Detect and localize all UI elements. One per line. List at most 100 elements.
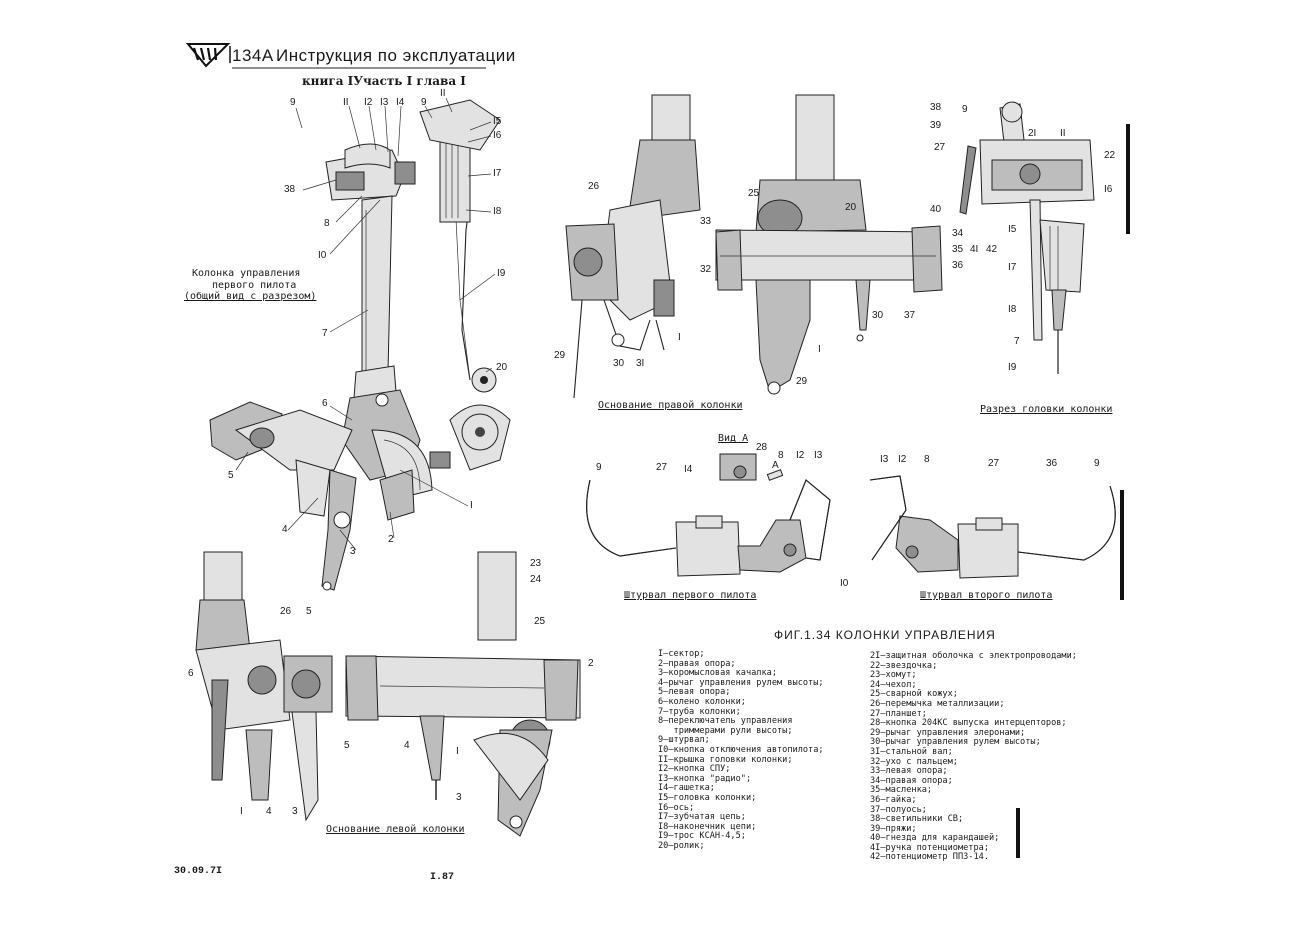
caption-first-pilot-column-2: первого пилота bbox=[212, 280, 297, 291]
callout-number: 39 bbox=[930, 120, 942, 131]
footer-page-number: I.87 bbox=[430, 872, 455, 883]
callout-number: II bbox=[440, 88, 446, 99]
legend-item: 32—ухо с пальцем; bbox=[870, 756, 958, 767]
callout-number: I3 bbox=[880, 454, 889, 465]
caption-wheel-second: Штурвал второго пилота bbox=[920, 590, 1053, 601]
legend-item: I3—кнопка "радио"; bbox=[658, 773, 752, 784]
legend-item: 34—правая опора; bbox=[870, 775, 953, 786]
figure-title: ФИГ.1.34 КОЛОНКИ УПРАВЛЕНИЯ bbox=[774, 628, 996, 642]
callout-number: I bbox=[470, 500, 473, 511]
legend-item: 25—сварной кожух; bbox=[870, 689, 958, 700]
callout-number: 4 bbox=[404, 740, 410, 751]
legend-item: I2—кнопка СПУ; bbox=[658, 764, 731, 775]
callout-number: 27 bbox=[988, 458, 1000, 469]
callout-number: 5 bbox=[228, 470, 234, 481]
legend-item: 30—рычаг управления рулем высоты; bbox=[870, 737, 1041, 748]
callout-number: 25 bbox=[534, 616, 546, 627]
callout-number: 30 bbox=[872, 310, 884, 321]
callout-number: 26 bbox=[280, 606, 292, 617]
header-subtitle: книга IУчасть I глава I bbox=[302, 74, 466, 88]
callout-number: I9 bbox=[1008, 362, 1017, 373]
callout-number: 9 bbox=[596, 462, 602, 473]
callout-number: I2 bbox=[898, 454, 907, 465]
callout-number: 40 bbox=[930, 204, 942, 215]
callout-number: 23 bbox=[530, 558, 542, 569]
caption-left-base: Основание левой колонки bbox=[326, 824, 465, 835]
callout-number: I6 bbox=[493, 130, 502, 141]
legend-item: I6—ось; bbox=[658, 802, 695, 813]
header-doc-code: 134А bbox=[232, 46, 274, 65]
callout-number: I3 bbox=[380, 97, 389, 108]
leader-lines bbox=[235, 97, 496, 551]
callout-number: 33 bbox=[700, 216, 712, 227]
caption-view-a: Вид А bbox=[718, 433, 749, 444]
legend-item: I4—гашетка; bbox=[658, 783, 715, 794]
callout-number: II bbox=[1060, 128, 1066, 139]
legend-item: 2I—защитная оболочка с электропроводами; bbox=[870, 651, 1077, 661]
callout-number: 2 bbox=[388, 534, 394, 545]
legend-item: I0—кнопка отключения автопилота; bbox=[658, 744, 824, 755]
callout-number: I3 bbox=[814, 450, 823, 461]
legend-item: триммерами рули высоты; bbox=[658, 725, 793, 736]
legend-item: I7—зубчатая цепь; bbox=[658, 812, 746, 823]
callout-number: 38 bbox=[284, 184, 296, 195]
legend-item: 26—перемычка металлизации; bbox=[870, 698, 1005, 709]
header-title: Инструкция по эксплуатации bbox=[276, 46, 516, 65]
callout-number: 22 bbox=[1104, 150, 1116, 161]
callout-number: 7 bbox=[1014, 336, 1020, 347]
callout-number: II bbox=[343, 97, 349, 108]
callout-number: I5 bbox=[1008, 224, 1017, 235]
callout-number: 36 bbox=[1046, 458, 1058, 469]
callout-number: 29 bbox=[796, 376, 808, 387]
right-base-drawing bbox=[565, 94, 943, 399]
callout-number: 30 bbox=[613, 358, 625, 369]
legend-item: 9—штурвал; bbox=[658, 735, 710, 746]
callout-number: 8 bbox=[324, 218, 330, 229]
legend-item: 36—гайка; bbox=[870, 794, 917, 805]
legend-item: 22—звездочка; bbox=[870, 660, 938, 671]
callout-number: 3 bbox=[350, 546, 356, 557]
callout-number: I0 bbox=[318, 250, 327, 261]
legend-item: 24—чехол; bbox=[870, 679, 917, 690]
callout-number: 7 bbox=[322, 328, 328, 339]
footer-date: 30.09.7I bbox=[174, 866, 223, 877]
legend-item: 20—ролик; bbox=[658, 840, 705, 851]
legend-item: 3—коромысловая качалка; bbox=[658, 668, 777, 679]
callout-number: I bbox=[818, 344, 821, 355]
callout-number: 27 bbox=[656, 462, 668, 473]
callout-number: 4 bbox=[266, 806, 272, 817]
legend-item: 29—рычаг управления элеронами; bbox=[870, 727, 1026, 738]
callout-number: 5 bbox=[344, 740, 350, 751]
callout-number: 8 bbox=[924, 454, 930, 465]
callout-number: 3I bbox=[636, 358, 645, 369]
legend-item: 5—левая опора; bbox=[658, 687, 731, 698]
callout-number: A bbox=[772, 460, 779, 471]
callout-number: 36 bbox=[952, 260, 964, 271]
legend-item: I—сектор; bbox=[658, 649, 705, 659]
callout-number: 32 bbox=[700, 264, 712, 275]
legend-item: 40—гнезда для карандашей; bbox=[870, 833, 1000, 844]
legend-right: 2I—защитная оболочка с электропроводами;… bbox=[870, 651, 1077, 863]
legend-item: 38—светильники СВ; bbox=[870, 814, 964, 825]
callout-number: 24 bbox=[530, 574, 542, 585]
callout-number: I bbox=[456, 746, 459, 757]
caption-wheel-first: Штурвал первого пилота bbox=[624, 590, 757, 601]
callout-number: 5 bbox=[306, 606, 312, 617]
caption-right-base: Основание правой колонки bbox=[598, 400, 743, 411]
legend-item: 4—рычаг управления рулем высоты; bbox=[658, 677, 824, 688]
callout-number: I8 bbox=[1008, 304, 1017, 315]
legend-item: 39—пряжи; bbox=[870, 823, 917, 834]
legend-item: I8—наконечник цепи; bbox=[658, 821, 757, 832]
legend-item: 27—планшет; bbox=[870, 708, 927, 719]
callout-number: 9 bbox=[962, 104, 968, 115]
legend-left: I—сектор; 2—правая опора; 3—коромысловая… bbox=[658, 649, 824, 851]
callout-number: 4I bbox=[970, 244, 979, 255]
callout-number: 35 bbox=[952, 244, 964, 255]
legend-item: II—крышка головки колонки; bbox=[658, 754, 793, 765]
callout-number: 26 bbox=[588, 181, 600, 192]
callout-number: 29 bbox=[554, 350, 566, 361]
callout-number: 9 bbox=[1094, 458, 1100, 469]
caption-head-section: Разрез головки колонки bbox=[980, 404, 1113, 415]
callout-number: 37 bbox=[904, 310, 916, 321]
